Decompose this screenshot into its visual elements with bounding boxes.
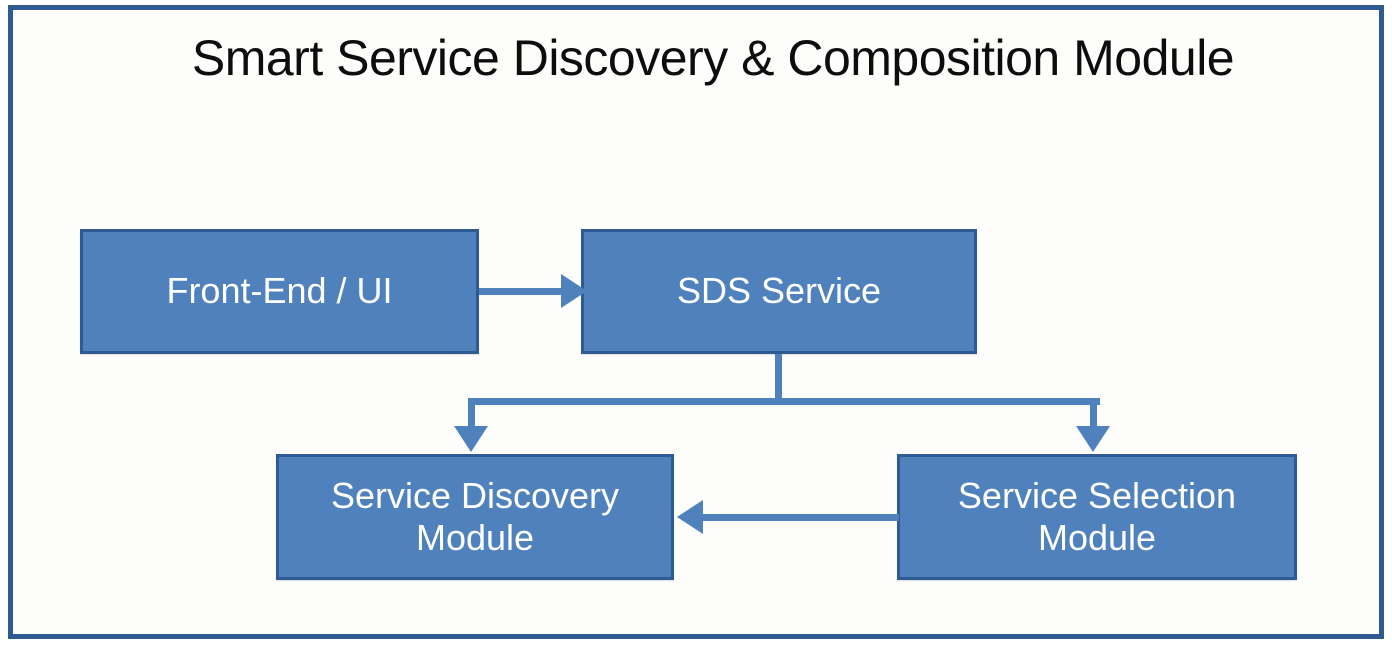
node-sds-service[interactable]: SDS Service: [581, 229, 977, 354]
diagram-outer-frame: Smart Service Discovery & Composition Mo…: [8, 5, 1384, 639]
connector-sds-split-bus: [471, 398, 1100, 405]
connector-frontend-to-sds-line: [479, 288, 565, 295]
arrow-right-icon: [561, 274, 587, 308]
node-front-end-ui[interactable]: Front-End / UI: [80, 229, 479, 354]
arrow-left-icon: [677, 500, 703, 534]
connector-sds-to-discovery-drop: [468, 398, 475, 430]
arrow-down-icon: [1076, 426, 1110, 452]
connector-sds-stem: [775, 354, 782, 402]
arrow-down-icon: [454, 426, 488, 452]
connector-selection-to-discovery-line: [703, 514, 899, 521]
connector-sds-to-selection-drop: [1090, 398, 1097, 430]
node-service-discovery-module[interactable]: Service Discovery Module: [276, 454, 674, 580]
node-service-selection-module[interactable]: Service Selection Module: [897, 454, 1297, 580]
diagram-title: Smart Service Discovery & Composition Mo…: [191, 30, 1235, 86]
